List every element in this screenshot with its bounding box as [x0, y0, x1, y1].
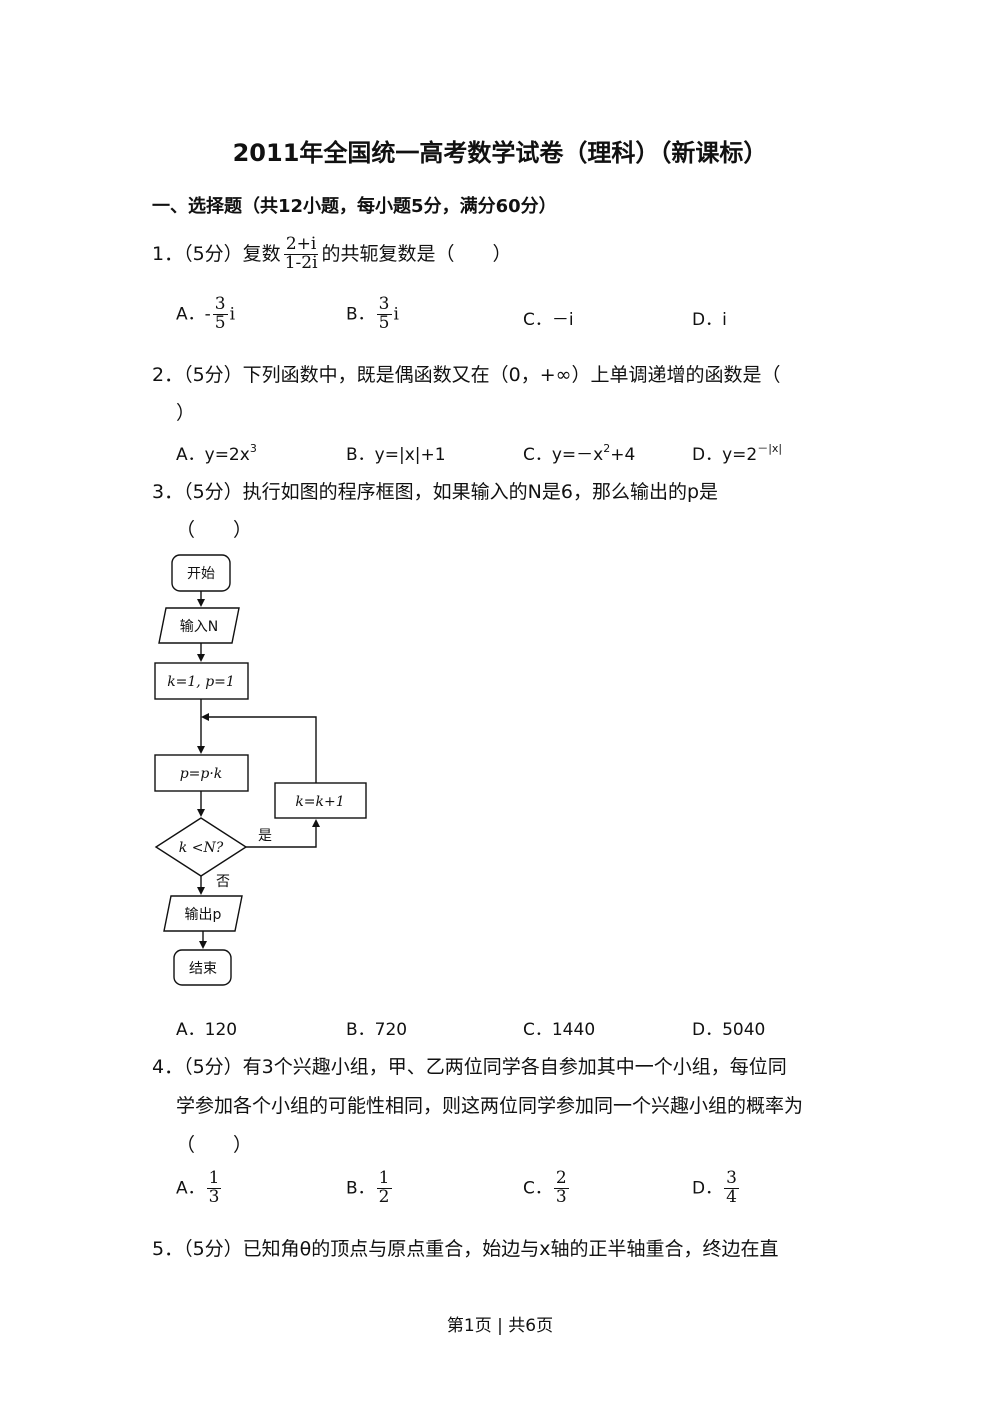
flow-loop-arrow — [201, 713, 317, 783]
q4-d-label: D． — [692, 1178, 723, 1199]
flow-end-label: 结束 — [189, 961, 217, 977]
q2-a-sup: 3 — [249, 442, 257, 455]
question-3-line2: （ ） — [176, 519, 253, 541]
q2-option-d: D．y=2－|x| — [692, 440, 782, 465]
q4-d-num: 3 — [724, 1168, 739, 1189]
q1-option-d: D．i — [692, 310, 727, 330]
question-2-line2: ） — [176, 402, 196, 424]
q2-d-sup: －|x| — [757, 442, 783, 455]
flow-start-label: 开始 — [187, 566, 215, 582]
q2-option-c: C．y=－x2+4 — [523, 440, 635, 465]
q4-a-den: 3 — [208, 1186, 220, 1207]
q4-c-num: 2 — [553, 1168, 569, 1189]
flow-output-box — [163, 895, 243, 932]
q1-b-den: 5 — [378, 312, 390, 333]
question-3-line1: 3．（5分）执行如图的程序框图，如果输入的N是6，那么输出的p是 — [152, 481, 719, 503]
q2-option-a: A．y=2x3 — [176, 440, 257, 465]
q1-prefix: 1．（5分）复数 — [152, 242, 281, 265]
q1-suffix: 的共轭复数是（ ） — [321, 242, 512, 265]
question-4-line1: 4．（5分）有3个兴趣小组，甲、乙两位同学各自参加其中一个小组，每位同 — [152, 1056, 787, 1078]
question-4-line2: 学参加各个小组的可能性相同，则这两位同学参加同一个兴趣小组的概率为 — [176, 1095, 804, 1117]
q1-b-label: B． — [346, 304, 375, 325]
q3-option-b: B．720 — [346, 1020, 408, 1040]
q3-option-a: A．120 — [176, 1020, 238, 1040]
flow-input-label: 输入N — [180, 619, 218, 635]
q2-option-b: B．y=|x|+1 — [346, 445, 446, 465]
flow-output-label: 输出p — [185, 907, 222, 923]
flow-incr-box — [274, 782, 367, 819]
flow-end-box — [173, 949, 232, 986]
q2-c-sup: 2 — [603, 442, 611, 455]
q2-c-post: +4 — [610, 445, 636, 465]
q2-a-text: A．y=2x — [176, 445, 250, 465]
q1-option-c: C．－i — [523, 310, 574, 330]
q4-b-den: 2 — [378, 1186, 390, 1207]
q3-option-c: C．1440 — [523, 1020, 596, 1040]
q4-b-label: B． — [346, 1178, 375, 1199]
flow-no-label: 否 — [216, 874, 230, 890]
q4-c-den: 3 — [555, 1186, 567, 1207]
q1-b-num: 3 — [376, 294, 392, 315]
q1-a-i: i — [229, 304, 236, 325]
flow-yes-label: 是 — [258, 828, 272, 844]
section-heading: 一、选择题（共12小题，每小题5分，满分60分） — [152, 196, 557, 217]
q1-frac-num: 2+i — [283, 234, 319, 255]
flow-input-box — [158, 607, 240, 644]
question-2-line1: 2．（5分）下列函数中，既是偶函数又在（0，+∞）上单调递增的函数是（ — [152, 364, 781, 386]
flow-init-label: k=1, p=1 — [167, 674, 235, 690]
page-footer: 第1页 | 共6页 — [446, 1316, 554, 1336]
q1-a-label: A． — [176, 304, 205, 325]
q4-a-label: A． — [176, 1178, 205, 1199]
q2-d-text: D．y=2 — [692, 445, 758, 465]
question-5-line1: 5．（5分）已知角θ的顶点与原点重合，始边与x轴的正半轴重合，终边在直 — [152, 1238, 779, 1260]
q1-a-den: 5 — [214, 312, 226, 333]
q4-b-num: 1 — [376, 1168, 392, 1189]
page-title: 2011年全国统一高考数学试卷（理科）（新课标） — [232, 139, 768, 167]
q2-c-text: C．y=－x — [523, 445, 604, 465]
q1-a-num: 3 — [212, 294, 228, 315]
q3-option-d: D．5040 — [692, 1020, 766, 1040]
q4-d-den: 4 — [726, 1186, 737, 1207]
q1-frac-den: 1-2i — [284, 252, 318, 273]
q1-b-i: i — [393, 304, 399, 325]
flow-mult-label: p=p·k — [180, 766, 223, 782]
question-4-line3: （ ） — [176, 1134, 253, 1156]
flow-cond-label: k <N? — [179, 840, 224, 856]
flow-incr-label: k=k+1 — [295, 794, 344, 810]
q4-a-num: 1 — [206, 1168, 222, 1189]
q1-a-sign: - — [204, 304, 211, 325]
q4-c-label: C． — [523, 1178, 552, 1199]
flow-yes-arrow — [246, 819, 320, 848]
